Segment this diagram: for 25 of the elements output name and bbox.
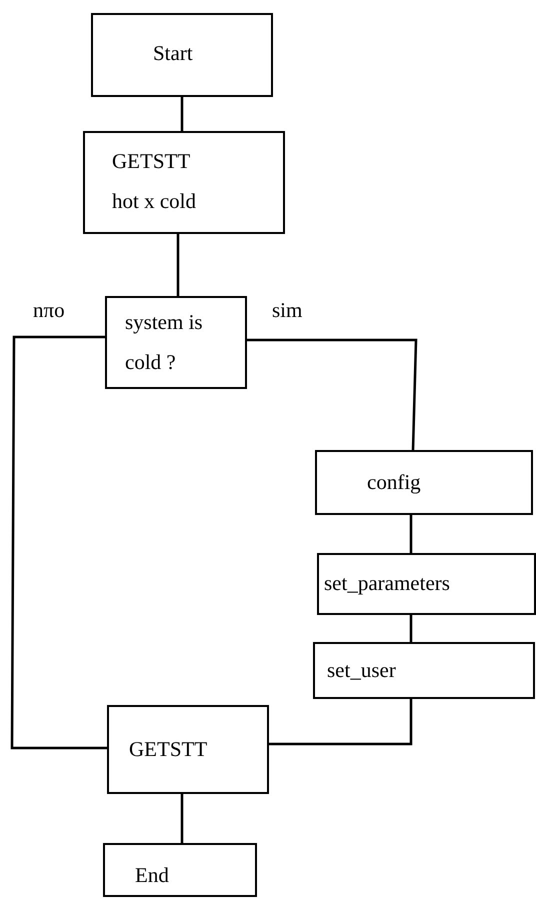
process-box — [107, 705, 269, 794]
box-label: set_user — [327, 657, 397, 684]
box-label: End — [135, 862, 170, 889]
process-box — [103, 843, 257, 897]
box-label: config — [367, 469, 422, 496]
process-box — [91, 13, 273, 97]
box-label: GETSTT — [112, 148, 192, 175]
process-box — [315, 450, 533, 515]
connector-line — [410, 515, 412, 553]
process-box — [105, 296, 247, 389]
connector-line — [176, 234, 180, 296]
connector-line — [247, 338, 418, 450]
process-box — [317, 553, 536, 615]
connector-line — [269, 699, 412, 746]
box-label: Start — [153, 40, 194, 67]
process-box — [313, 642, 535, 699]
connector-line — [410, 615, 412, 642]
process-box — [83, 131, 285, 234]
box-label: set_parameters — [324, 570, 451, 597]
box-label: GETSTT — [129, 736, 208, 763]
connector-line — [180, 794, 184, 843]
connector-line — [10, 336, 107, 750]
connector-line — [180, 97, 184, 131]
box-label: hot x cold — [112, 188, 197, 215]
box-label: system is cold ? — [125, 309, 204, 376]
